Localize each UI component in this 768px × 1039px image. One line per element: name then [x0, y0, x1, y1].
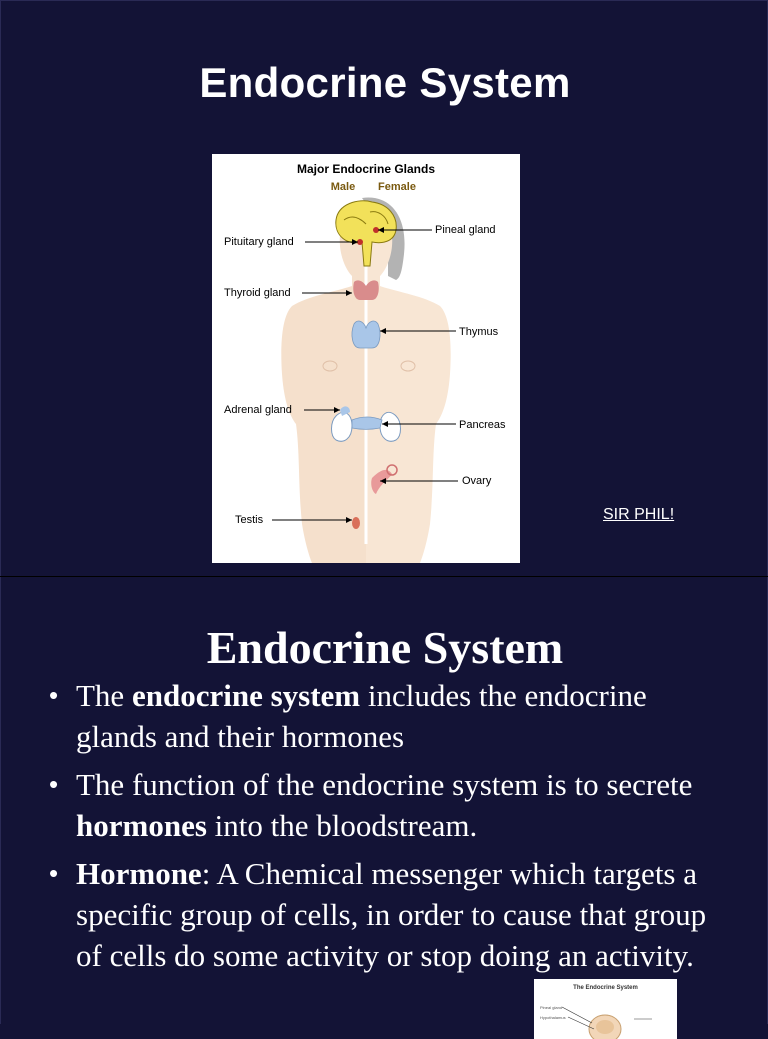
sir-phil-link[interactable]: SIR PHIL!	[603, 506, 675, 523]
adrenal-shape	[340, 406, 350, 416]
thumb-brain-shape	[596, 1020, 614, 1034]
male-body-shape	[281, 206, 366, 563]
label-pituitary: Pituitary gland	[224, 236, 294, 248]
thumbnail-title: The Endocrine System	[573, 985, 638, 991]
thumbnail-label: Hypothalamus	[540, 1015, 566, 1020]
thymus-shape	[351, 320, 381, 349]
label-thymus: Thymus	[459, 326, 499, 338]
brain-folds	[343, 211, 389, 225]
bullet-item: • The function of the endocrine system is…	[49, 764, 729, 846]
bullet-text: includes the endocrine glands and their …	[76, 678, 647, 754]
ovary-tube	[386, 464, 398, 476]
bullet-item: • The endocrine system includes the endoc…	[49, 675, 729, 757]
endocrine-thumbnail: The Endocrine System Pineal gland Hypoth…	[534, 979, 677, 1039]
label-pineal: Pineal gland	[435, 224, 496, 236]
slide-title: Endocrine System	[199, 59, 571, 106]
nipple-right	[400, 360, 416, 372]
ovary-shape	[371, 469, 392, 494]
slide-1: Endocrine System	[0, 0, 768, 576]
endocrine-glands-figure: Major Endocrine Glands Male Female Pitui…	[212, 154, 520, 563]
thyroid-shape	[353, 280, 379, 300]
slide-title: Endocrine System	[206, 622, 564, 673]
bullet-bold: hormones	[76, 808, 207, 843]
label-thyroid: Thyroid gland	[224, 287, 291, 299]
label-adrenal: Adrenal gland	[224, 404, 292, 416]
label-ovary: Ovary	[462, 475, 492, 487]
endocrine-diagram: Major Endocrine Glands Male Female Pitui…	[224, 162, 506, 563]
pancreas-shape	[351, 416, 383, 430]
bullet-bold: Hormone	[76, 856, 202, 891]
bullet-dot: •	[49, 769, 59, 799]
figure-title: Major Endocrine Glands	[297, 162, 435, 176]
bullet-list: • The endocrine system includes the endoc…	[49, 675, 729, 983]
thumbnail-label: Pineal gland	[540, 1005, 563, 1010]
bullet-bold: endocrine system	[131, 678, 361, 713]
bullet-text: : A Chemical messenger which targets a s…	[76, 856, 707, 973]
testis-shape	[352, 517, 360, 529]
male-label: Male	[331, 181, 355, 193]
pituitary-shape	[357, 239, 363, 245]
female-label: Female	[378, 181, 416, 193]
slide-2: Endocrine System • The endocrine system i…	[0, 577, 768, 1039]
kidney-right	[379, 411, 401, 442]
thumbnail-diagram	[561, 1006, 652, 1039]
bullet-dot: •	[49, 680, 59, 710]
slide-divider	[0, 576, 768, 577]
bullet-text: The	[76, 678, 132, 713]
pineal-shape	[373, 227, 379, 233]
label-pancreas: Pancreas	[459, 419, 506, 431]
female-body-shape	[366, 206, 451, 563]
bullet-text: into the bloodstream.	[206, 808, 478, 843]
label-testis: Testis	[235, 514, 264, 526]
bullet-text: The function of the endocrine system is …	[76, 767, 693, 802]
bullet-dot: •	[49, 858, 59, 888]
nipple-left	[322, 360, 338, 372]
bullet-item: • Hormone: A Chemical messenger which tar…	[49, 853, 729, 976]
